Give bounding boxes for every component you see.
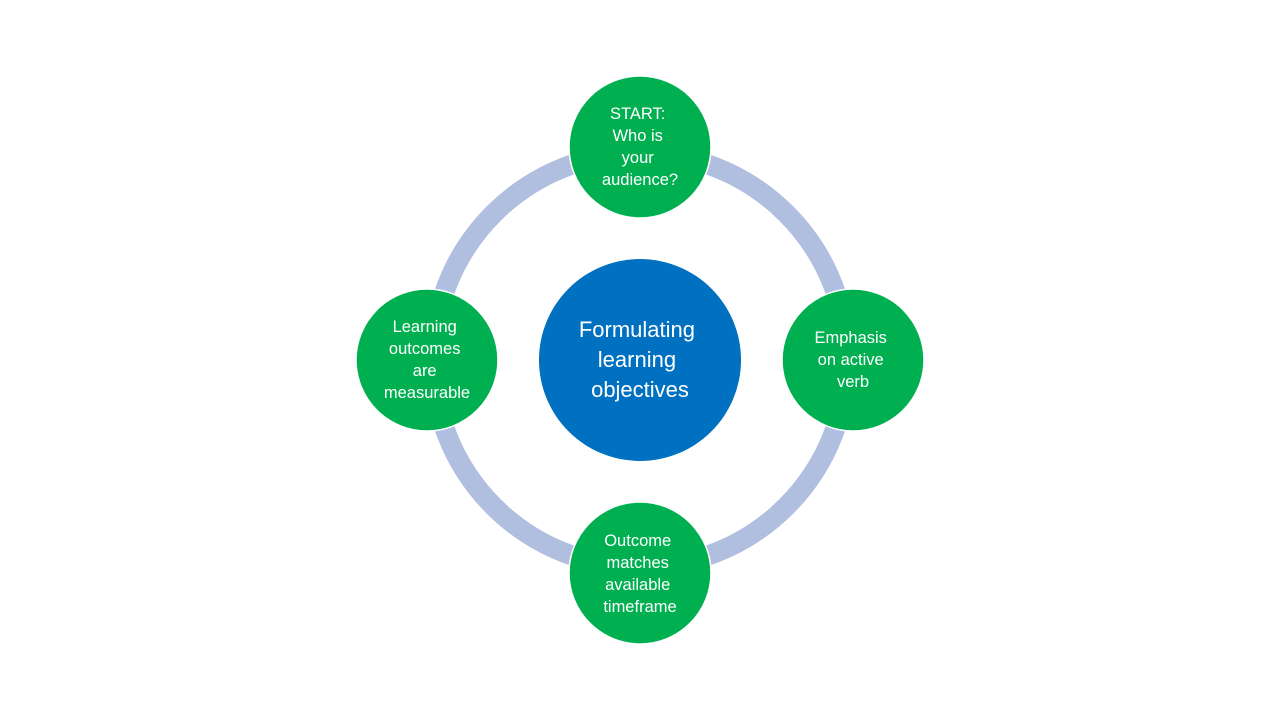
- node-right-label: Emphasis on active verb: [814, 329, 891, 391]
- node-label-line: timeframe: [603, 598, 676, 616]
- node-label-line: on active: [818, 351, 884, 369]
- node-label-line: are: [413, 362, 437, 380]
- node-left-label: Learning outcomes are measurable: [384, 318, 470, 402]
- node-left: Learning outcomes are measurable: [355, 288, 499, 432]
- node-label-line: Who is: [612, 127, 662, 145]
- node-top-label: START: Who is your audience?: [602, 105, 678, 189]
- node-label-line: Emphasis: [814, 329, 886, 347]
- node-label-line: available: [605, 576, 670, 594]
- node-label-line: matches: [607, 554, 669, 572]
- node-label-line: START:: [610, 105, 665, 123]
- node-label-line: audience?: [602, 171, 678, 189]
- center-label-line: Formulating: [579, 317, 695, 342]
- node-top-circle: [568, 75, 712, 219]
- center-label-line: objectives: [591, 377, 689, 402]
- node-bottom-label: Outcome matches available timeframe: [603, 532, 676, 616]
- node-right-circle: [781, 288, 925, 432]
- node-label-line: measurable: [384, 384, 470, 402]
- node-top: START: Who is your audience?: [568, 75, 712, 219]
- node-label-line: verb: [837, 373, 869, 391]
- center-label: Formulating learning objectives: [579, 317, 701, 402]
- node-label-line: outcomes: [389, 340, 461, 358]
- node-left-circle: [355, 288, 499, 432]
- node-label-line: Outcome: [604, 532, 671, 550]
- node-label-line: your: [622, 149, 655, 167]
- node-bottom-circle: [568, 501, 712, 645]
- center-circle: [539, 259, 741, 461]
- node-bottom: Outcome matches available timeframe: [568, 501, 712, 645]
- node-right: Emphasis on active verb: [781, 288, 925, 432]
- center-label-line: learning: [598, 347, 676, 372]
- node-label-line: Learning: [393, 318, 457, 336]
- center-node: Formulating learning objectives: [539, 259, 741, 461]
